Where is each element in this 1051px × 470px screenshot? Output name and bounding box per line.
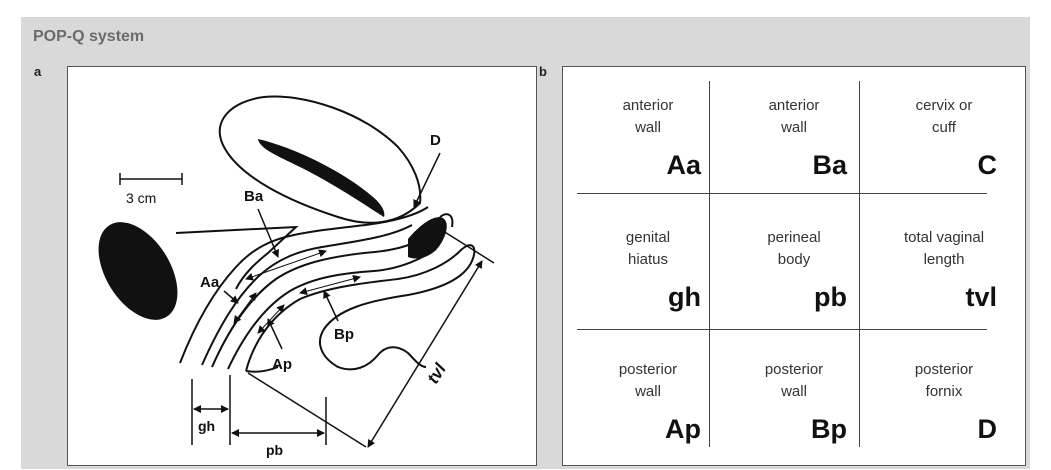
cell-desc-line2: wall: [635, 119, 661, 136]
cell-desc-line1: total vaginal: [904, 229, 984, 246]
cell-desc-line1: posterior: [765, 361, 823, 378]
anatomy-diagram-panel: 3 cm tvl: [67, 66, 537, 466]
cell-desc-line1: genital: [626, 229, 670, 246]
grid-cell-gh: genital hiatus gh: [563, 199, 713, 331]
ap-arc-arrow: [258, 305, 284, 333]
gh-label: gh: [198, 418, 215, 434]
cell-code: Ba: [812, 150, 847, 181]
aa-label: Aa: [200, 274, 220, 291]
tvl-label: tvl: [423, 359, 450, 387]
urethra-inner: [202, 225, 412, 365]
cell-desc-line1: cervix or: [916, 97, 973, 114]
grid-cell-c: cervix or cuff C: [859, 67, 1009, 199]
bp-label: Bp: [334, 326, 354, 343]
cell-desc-line2: hiatus: [628, 251, 668, 268]
cell-desc-line2: wall: [635, 383, 661, 400]
grid-cell-ap: posterior wall Ap: [563, 331, 713, 463]
bp-pointer: [324, 291, 338, 321]
aa-pointer: [224, 291, 238, 303]
panel-a-letter: a: [34, 64, 41, 79]
figure-title: POP-Q system: [33, 28, 144, 46]
d-label: D: [430, 132, 441, 149]
grid-cell-bp: posterior wall Bp: [709, 331, 859, 463]
cell-desc-line1: anterior: [769, 97, 820, 114]
scale-label: 3 cm: [126, 190, 156, 206]
ap-pointer: [268, 319, 282, 349]
cell-desc-line2: wall: [781, 119, 807, 136]
grid-cell-pb: perineal body pb: [709, 199, 859, 331]
cell-desc-line2: body: [778, 251, 811, 268]
cell-desc-line2: wall: [781, 383, 807, 400]
cell-desc-line2: length: [924, 251, 965, 268]
cell-desc-line2: cuff: [932, 119, 956, 136]
cell-desc-line2: fornix: [926, 383, 963, 400]
ba-arc-arrow: [246, 251, 326, 279]
bladder-outline: [176, 227, 296, 289]
cell-code: C: [978, 150, 998, 181]
anatomy-diagram: 3 cm tvl: [68, 67, 536, 465]
cell-code: tvl: [965, 282, 997, 313]
grid-cell-tvl: total vaginal length tvl: [859, 199, 1009, 331]
aa-arc-arrow: [234, 293, 256, 323]
gh-measure: [192, 375, 230, 445]
scale-bar: [120, 173, 182, 185]
cell-code: Aa: [666, 150, 701, 181]
ba-pointer: [258, 209, 278, 257]
cell-code: gh: [668, 282, 701, 313]
cell-desc-line1: posterior: [915, 361, 973, 378]
cell-code: pb: [814, 282, 847, 313]
pubic-bone: [82, 208, 194, 334]
cervix: [408, 217, 447, 259]
rectum: [246, 245, 474, 371]
cell-code: D: [978, 414, 998, 445]
ap-label: Ap: [272, 356, 292, 373]
grid-cell-ba: anterior wall Ba: [709, 67, 859, 199]
ba-label: Ba: [244, 188, 264, 205]
popq-grid-panel: anterior wall Aa anterior wall Ba cervix o…: [562, 66, 1026, 466]
cell-code: Bp: [811, 414, 847, 445]
cell-desc-line1: posterior: [619, 361, 677, 378]
pb-label: pb: [266, 442, 283, 458]
cell-code: Ap: [665, 414, 701, 445]
cell-desc-line1: anterior: [623, 97, 674, 114]
tvl-measure: [248, 229, 494, 447]
cell-desc-line1: perineal: [767, 229, 820, 246]
figure-frame: POP-Q system a b 3 cm: [21, 17, 1030, 469]
panel-b-letter: b: [539, 64, 547, 79]
pb-measure: [232, 397, 326, 445]
grid-cell-d: posterior fornix D: [859, 331, 1009, 463]
grid-cell-aa: anterior wall Aa: [563, 67, 713, 199]
